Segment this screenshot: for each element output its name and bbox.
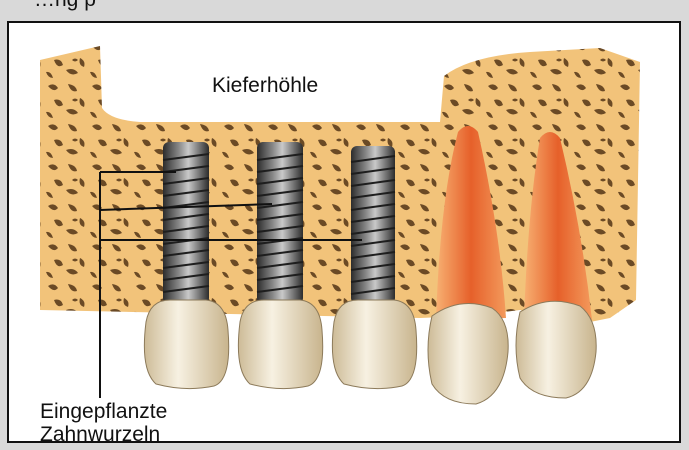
natural-tooth-crown-2	[516, 301, 596, 398]
implant-3	[351, 146, 395, 304]
implant-2	[257, 142, 303, 304]
implant-crown-1	[144, 300, 228, 389]
sinus-label: Kieferhöhle	[212, 74, 318, 98]
implant-label-line2: Zahnwurzeln	[40, 423, 160, 447]
implant-label-line1: Eingepflanzte	[40, 400, 167, 424]
implant-crown-2	[238, 300, 322, 389]
implant-crown-3	[332, 300, 416, 389]
implant-1	[163, 142, 209, 304]
natural-tooth-crown-1	[428, 304, 508, 405]
caption-fragment: …ng p	[34, 0, 96, 12]
